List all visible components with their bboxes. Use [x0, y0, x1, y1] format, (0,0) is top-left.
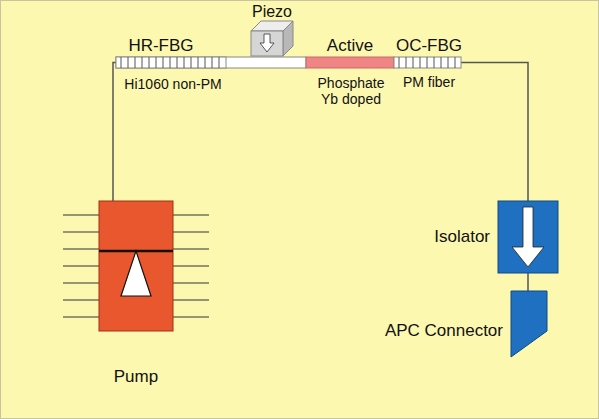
pump-pin: [63, 265, 99, 266]
pump-pin: [173, 282, 209, 283]
part-label: APC Connector: [385, 321, 503, 340]
pump-pin: [173, 248, 209, 249]
active-fiber-shape: [306, 57, 394, 68]
pump-pin: [173, 316, 209, 317]
fiber-line: [461, 63, 528, 202]
isolator-box: Isolator: [498, 201, 558, 273]
hr-fbg-fiber-shape: [116, 57, 306, 68]
part-label: Piezo: [252, 3, 292, 21]
apc-connector: APC Connector: [511, 291, 547, 357]
part-label: Pump: [114, 367, 158, 386]
fiber-type-label: PM fiber: [403, 75, 455, 91]
piezo-actuator: Piezo: [251, 21, 293, 56]
part-label: Active: [327, 36, 373, 55]
part-label: OC-FBG: [396, 36, 462, 55]
pump-diode-shape: [99, 201, 173, 331]
pump-diode: Pump: [99, 201, 173, 331]
pump-pin: [63, 282, 99, 283]
pump-pin: [173, 214, 209, 215]
isolator-box-shape: [498, 201, 558, 273]
pump-pin: [63, 248, 99, 249]
pump-pin: [63, 214, 99, 215]
oc-fbg-fiber: OC-FBGPM fiber: [394, 57, 461, 68]
piezo-actuator-shape: [251, 21, 293, 56]
hr-fbg-fiber: HR-FBGHi1060 non-PM: [116, 57, 306, 68]
pump-pin: [173, 265, 209, 266]
fiber-line: [527, 273, 529, 291]
pump-pin: [173, 231, 209, 232]
fiber-line: [113, 63, 116, 202]
active-fiber: ActivePhosphate Yb doped: [306, 57, 394, 68]
part-label: Isolator: [434, 227, 490, 246]
pump-pin: [63, 316, 99, 317]
pump-pin: [63, 299, 99, 300]
pump-pin: [63, 231, 99, 232]
apc-connector-shape: [511, 291, 547, 357]
fiber-type-label: Phosphate Yb doped: [309, 76, 393, 107]
pump-pin: [173, 299, 209, 300]
oc-fbg-fiber-shape: [394, 57, 461, 68]
fiber-type-label: Hi1060 non-PM: [124, 77, 221, 93]
part-label: HR-FBG: [128, 36, 193, 55]
